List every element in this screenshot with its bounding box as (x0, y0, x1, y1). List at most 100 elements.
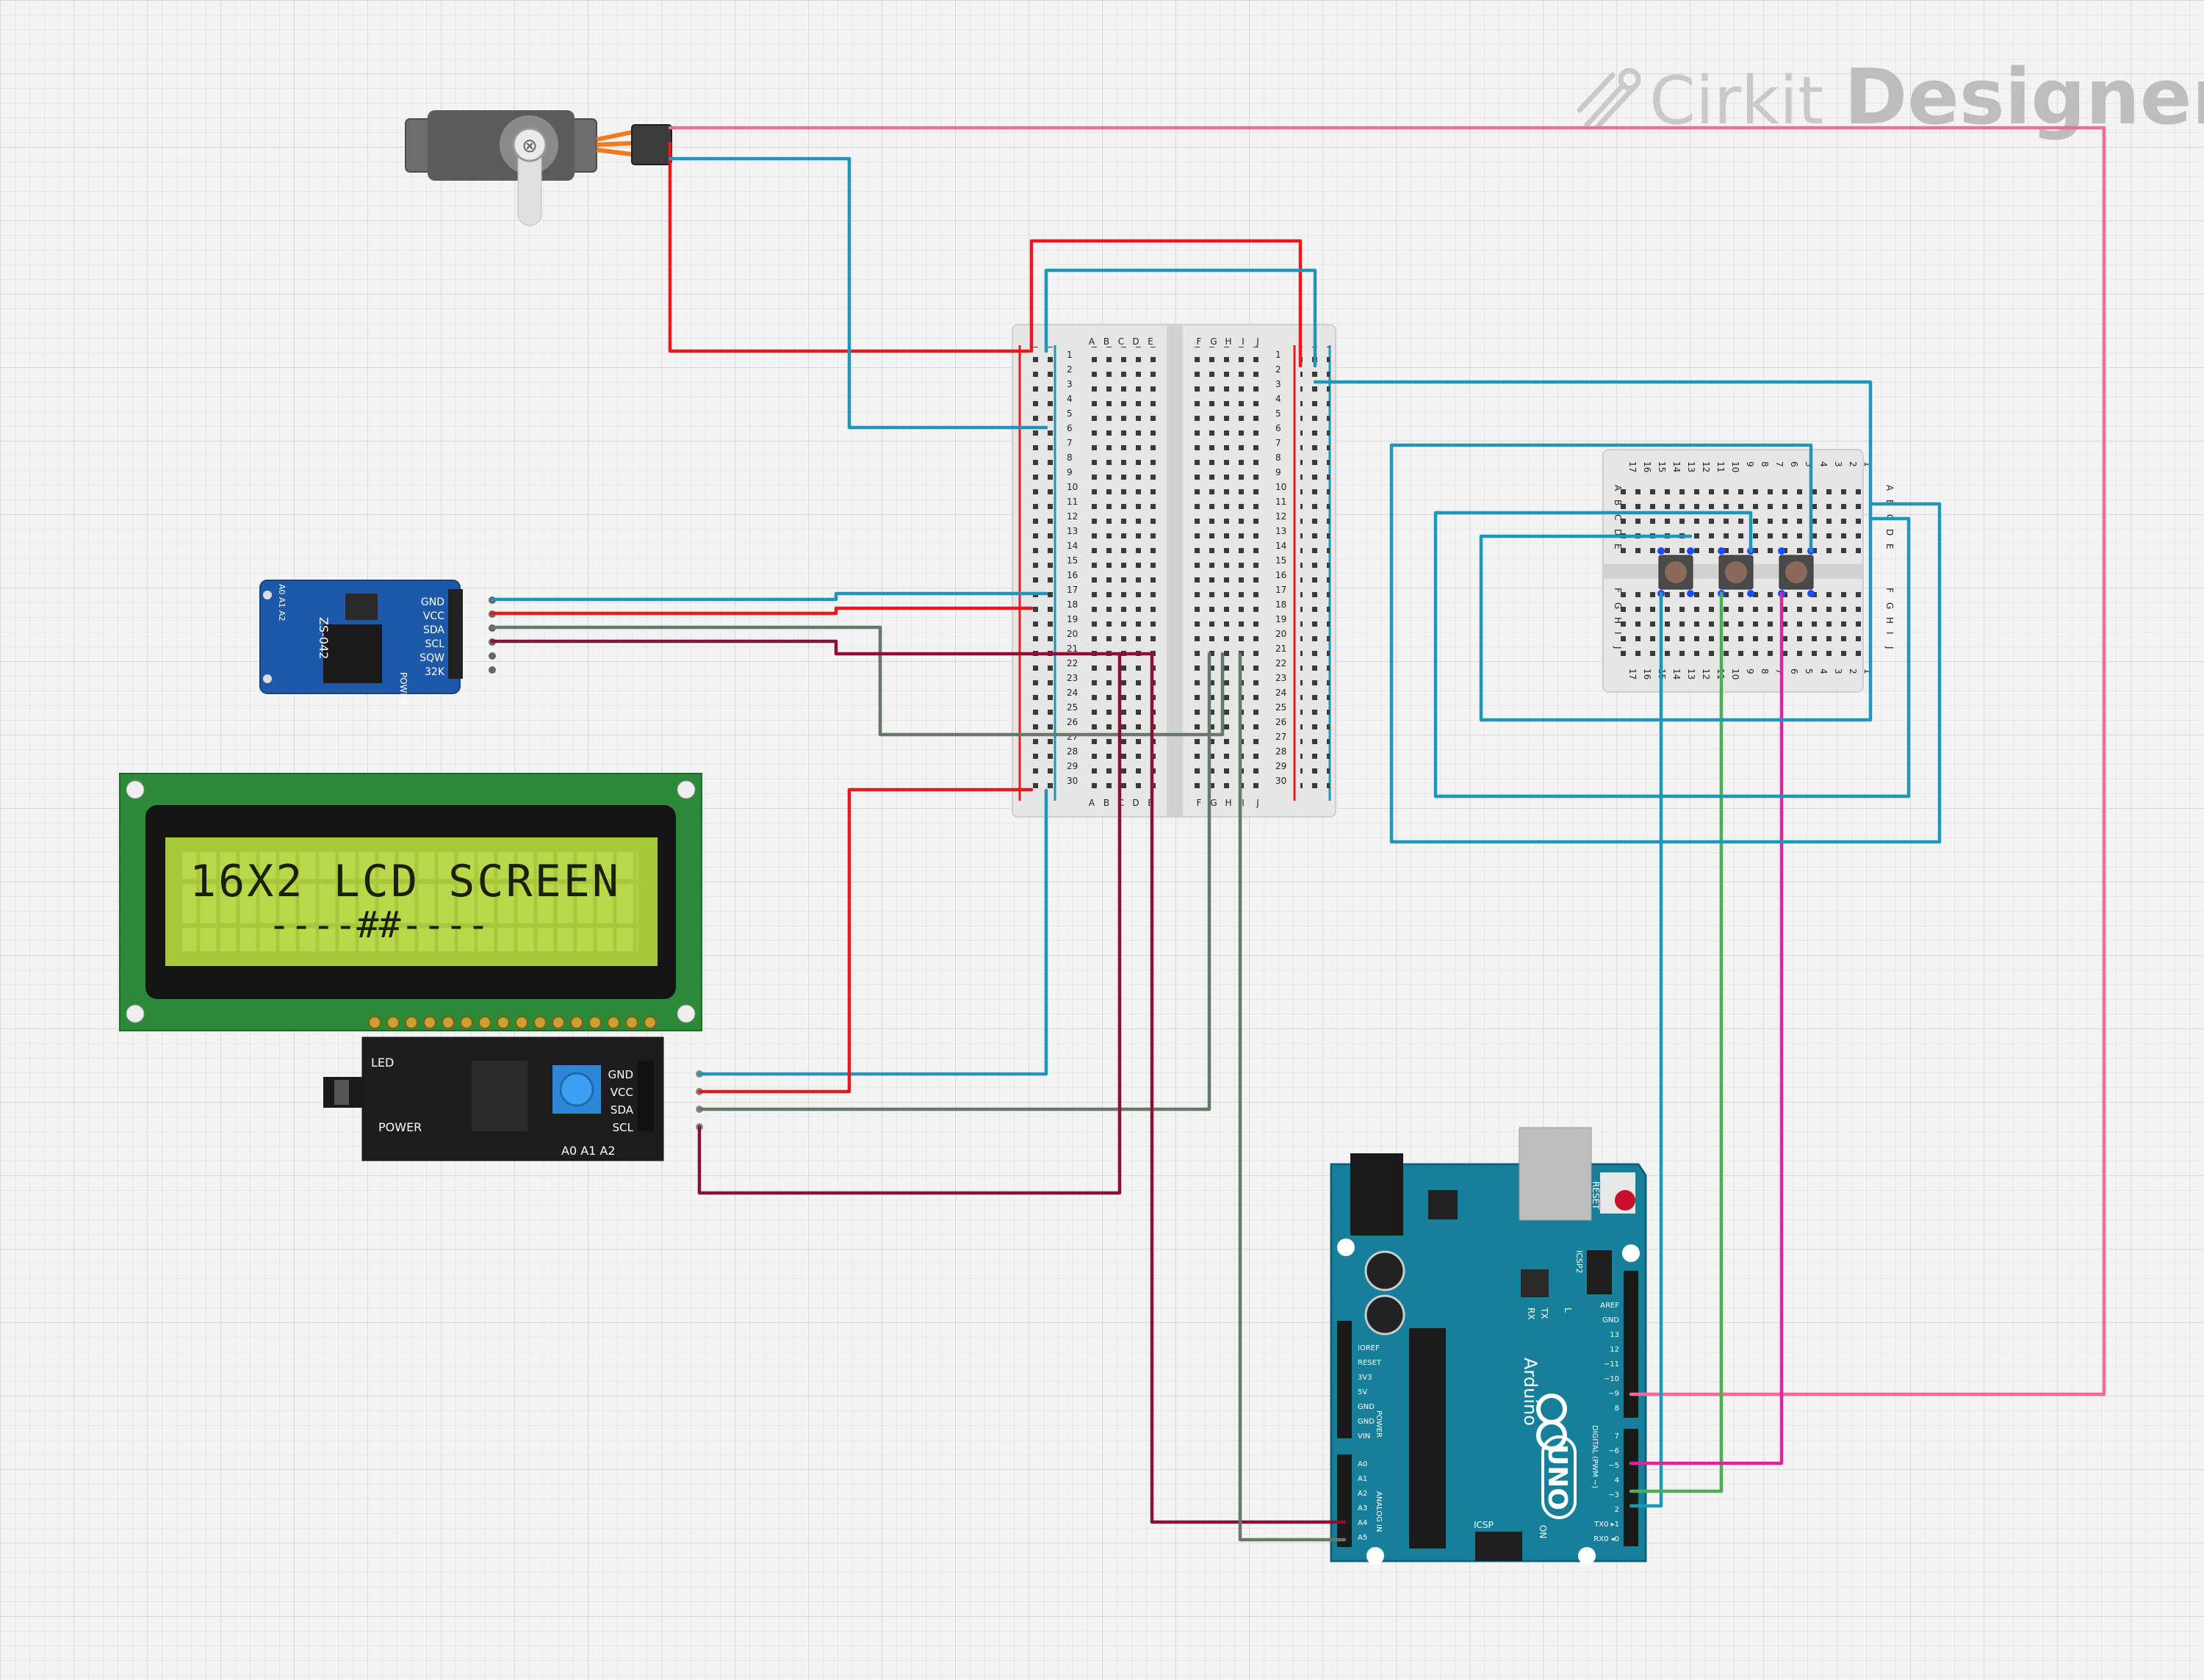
row-label-left: 11 (1067, 497, 1078, 507)
small-col-label-top: 9 (1745, 461, 1755, 467)
lcd-header-pin (460, 1016, 473, 1029)
wire-button1-pin[interactable] (1629, 591, 1663, 1508)
wire-lcd-gnd[interactable] (697, 788, 1048, 1076)
row-label-left: 17 (1067, 585, 1078, 595)
small-col-label-top: 4 (1818, 461, 1829, 467)
column-label-top: C (1118, 336, 1124, 347)
lcd-display[interactable]: 16X2 LCD SCREEN ----##---- (119, 773, 702, 1031)
column-label-bottom: D (1132, 798, 1139, 808)
row-label-right: 18 (1275, 599, 1286, 610)
wire-button-loop-1[interactable] (1479, 497, 1873, 722)
rtc-pin-label: VCC (423, 610, 444, 622)
wire-servo-signal[interactable] (668, 126, 2106, 1396)
wire-rtc-vcc[interactable] (490, 606, 1034, 616)
arduino-analog-pin-label: A3 (1358, 1504, 1367, 1513)
column-label-top: G (1210, 336, 1217, 347)
small-row-label-left: C (1613, 514, 1623, 520)
arduino-power-pin-label: RESET (1358, 1359, 1382, 1367)
lcd-mount-hole (126, 1004, 145, 1023)
small-row-label-left: H (1613, 617, 1623, 624)
row-label-right: 15 (1275, 555, 1286, 566)
wire-lcd-vcc[interactable] (697, 787, 1034, 1094)
row-label-left: 8 (1067, 453, 1073, 463)
arduino-uno[interactable]: Arduino UNO RESET ICSP2 ICSP ON TX RX L … (1330, 1127, 1647, 1565)
wire-lcd-scl[interactable] (697, 652, 1122, 1195)
small-col-label-bottom: 16 (1642, 668, 1652, 679)
wire-rtc-sda[interactable] (490, 625, 1225, 737)
pushbutton-2[interactable] (1718, 555, 1754, 590)
i2c-pin-label: GND (608, 1068, 633, 1081)
arduino-digital-pin-label: 12 (1610, 1346, 1619, 1354)
wire-button-loop-3[interactable] (1389, 443, 1942, 844)
wire-button3-pin[interactable] (1629, 591, 1784, 1466)
wire-scl-to-a5[interactable] (1150, 652, 1347, 1524)
arduino-digital-pin-label: ~3 (1608, 1491, 1619, 1499)
breadboard-small[interactable]: 1717161615151414131312121111101099887766… (1602, 449, 1895, 693)
arduino-brand: Arduino (1520, 1358, 1541, 1426)
column-label-top: H (1225, 336, 1231, 347)
wire-rtc-scl[interactable] (490, 639, 1154, 656)
reset-button[interactable] (1615, 1190, 1635, 1211)
wire-rail-vcc-bridge[interactable] (1029, 239, 1303, 368)
icsp2-label: ICSP2 (1574, 1250, 1584, 1274)
lcd-header-pin (386, 1016, 400, 1029)
digital-header-top (1624, 1271, 1638, 1418)
row-label-right: 25 (1275, 702, 1286, 713)
row-label-right: 11 (1275, 497, 1286, 507)
arduino-infinity-logo-icon (1536, 1394, 1567, 1451)
arduino-digital-pin-label: ~10 (1604, 1375, 1619, 1383)
lcd-header-pin (625, 1016, 638, 1029)
row-label-right: 22 (1275, 658, 1286, 668)
arduino-power-pin-label: VIN (1358, 1432, 1370, 1441)
rtc-pin[interactable] (489, 652, 496, 660)
row-label-right: 16 (1275, 570, 1286, 580)
wire-rtc-gnd[interactable] (490, 591, 1048, 602)
row-label-left: 26 (1067, 717, 1078, 727)
servo-motor[interactable]: ⊗ (405, 110, 672, 226)
arduino-digital-pin-label: 2 (1615, 1506, 1619, 1514)
row-label-left: 15 (1067, 555, 1078, 566)
column-label-top: D (1132, 336, 1139, 347)
row-label-left: 6 (1067, 423, 1073, 433)
wire-rail-gnd-bridge[interactable] (1044, 268, 1317, 368)
wire-servo-gnd[interactable] (668, 156, 1048, 430)
small-col-label-bottom: 6 (1789, 668, 1799, 674)
icsp-label: ICSP (1474, 1520, 1494, 1530)
arduino-digital-pin-label: 8 (1615, 1405, 1619, 1413)
wire-servo-vcc[interactable] (668, 141, 1031, 353)
rtc-pin[interactable] (489, 666, 496, 674)
wire-button2-pin[interactable] (1629, 591, 1724, 1493)
wire-lcd-sda[interactable] (697, 652, 1211, 1111)
wire-button-loop-2[interactable] (1433, 511, 1911, 798)
arduino-digital-pin-label: ~6 (1608, 1447, 1619, 1455)
row-label-right: 13 (1275, 526, 1286, 536)
i2c-pin-label: VCC (611, 1086, 633, 1099)
lcd-header-pin (588, 1016, 602, 1029)
small-col-label-bottom: 1 (1862, 668, 1873, 674)
arduino-digital-pin-label: 7 (1615, 1432, 1619, 1441)
pushbutton-3[interactable] (1779, 555, 1814, 590)
row-label-right: 8 (1275, 453, 1281, 463)
breadboard-main[interactable]: 1234567891011121314151617181920212223242… (1012, 324, 1336, 818)
tx-led-label: TX (1539, 1307, 1549, 1319)
arduino-power-pin-label: 3V3 (1358, 1374, 1372, 1382)
rtc-pin-label: 32K (425, 666, 445, 678)
row-label-left: 10 (1067, 482, 1078, 492)
power-header (1337, 1321, 1352, 1438)
wire-gnd-to-small-bb[interactable] (1313, 380, 1873, 502)
row-label-right: 9 (1275, 467, 1281, 477)
small-col-label-bottom: 9 (1745, 668, 1755, 674)
column-label-bottom: G (1210, 798, 1217, 808)
wire-sda-to-a4[interactable] (1238, 652, 1347, 1542)
small-row-label-left: J (1613, 646, 1623, 649)
backpack-led-label: LED (371, 1056, 394, 1070)
row-label-right: 30 (1275, 776, 1286, 786)
column-label-bottom: H (1225, 798, 1231, 808)
pushbutton-1[interactable] (1658, 555, 1693, 590)
small-col-label-top: 6 (1789, 461, 1799, 467)
small-row-label-left: D (1613, 529, 1623, 536)
